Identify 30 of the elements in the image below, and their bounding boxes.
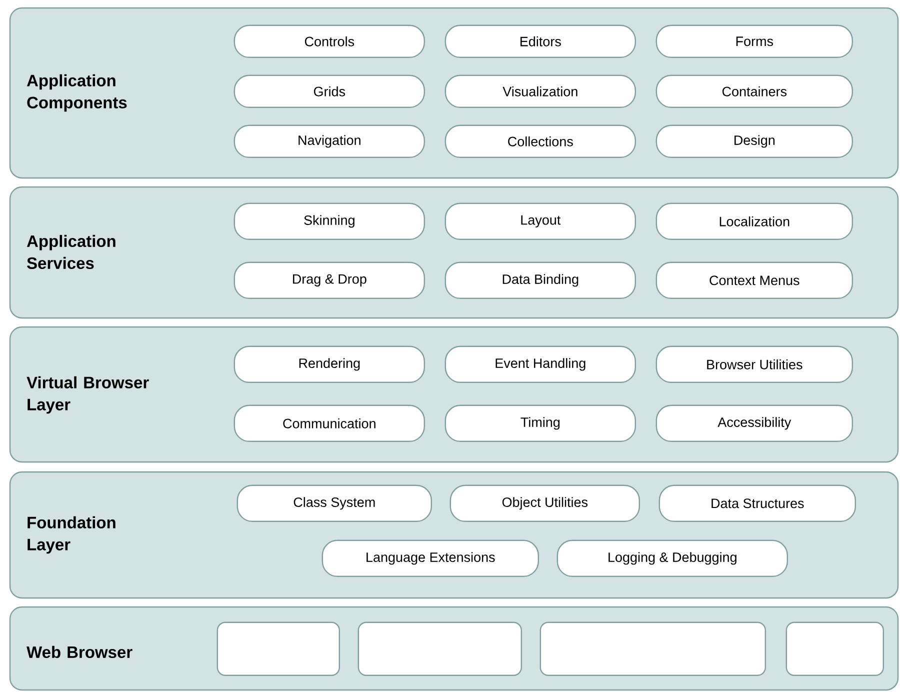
- component-pill: Collections: [444, 124, 636, 158]
- component-pill: Logging & Debugging: [556, 540, 788, 577]
- component-pill: Communication: [234, 404, 425, 442]
- component-pill: Grids: [234, 74, 425, 108]
- browser-box: [786, 622, 884, 676]
- component-pill: Localization: [656, 202, 853, 240]
- component-pill: Browser Utilities: [656, 346, 853, 383]
- component-pill: Rendering: [234, 346, 425, 383]
- component-pill: Controls: [234, 24, 425, 58]
- component-pill: Context Menus: [656, 262, 853, 299]
- component-pill: Visualization: [444, 74, 636, 108]
- component-pill: Language Extensions: [322, 540, 539, 577]
- component-pill: Navigation: [234, 124, 425, 158]
- component-pill: Event Handling: [444, 346, 636, 383]
- component-pill: Design: [656, 124, 853, 158]
- component-pill: Object Utilities: [450, 484, 640, 522]
- component-pill: Timing: [444, 404, 636, 442]
- component-pill: Forms: [656, 24, 853, 58]
- component-pill: Class System: [236, 484, 432, 522]
- component-pill: Layout: [444, 202, 636, 240]
- component-pill: Accessibility: [656, 404, 853, 442]
- component-pill: Data Binding: [444, 262, 636, 299]
- browser-box: [216, 622, 340, 676]
- component-pill: Containers: [656, 74, 853, 108]
- component-pill: Data Structures: [658, 484, 856, 522]
- component-pill: Editors: [444, 24, 636, 58]
- component-pill: Skinning: [234, 202, 425, 240]
- browser-box: [540, 622, 766, 676]
- browser-box: [358, 622, 522, 676]
- component-pill: Drag & Drop: [234, 262, 425, 299]
